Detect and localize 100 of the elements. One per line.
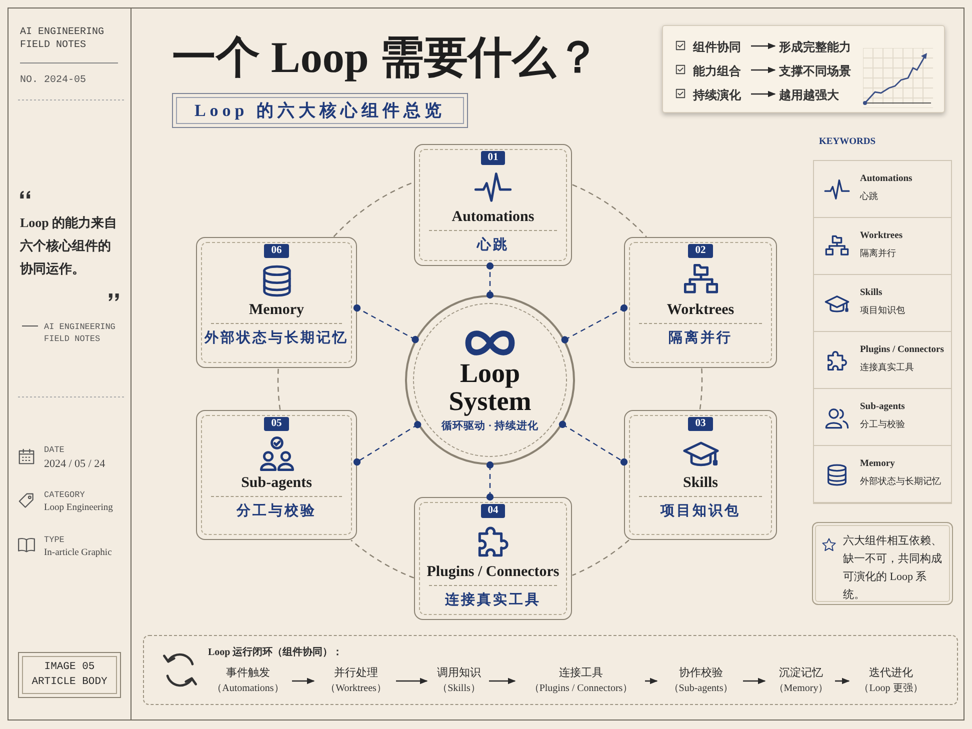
number-badge: 06: [264, 244, 289, 258]
image-tag-box: [18, 652, 121, 698]
dashed-ring-arc: [572, 184, 647, 238]
keyword-name: Worktrees: [860, 231, 903, 241]
section-heading: KEYWORDS: [819, 137, 876, 147]
step-name: 迭代进化: [868, 666, 914, 681]
component-name: Automations: [452, 209, 534, 226]
meta-value: Loop Engineering: [44, 502, 114, 515]
result-text: 越用越强大: [779, 87, 849, 103]
step-component: （Plugins / Connectors）: [528, 682, 634, 696]
note-box: [812, 522, 953, 605]
number-badge: 04: [480, 504, 506, 518]
issue-number: NO. 2024-05: [20, 74, 88, 87]
checklist-text: 持续演化: [693, 87, 749, 103]
arrow: [396, 678, 428, 684]
component-name: Sub-agents: [241, 475, 312, 492]
component-name: Memory: [249, 302, 304, 319]
step-name: 连接工具: [558, 666, 604, 681]
arrow: [489, 678, 516, 684]
keyword-name: Automations: [860, 174, 912, 184]
step-component: （Loop 更强）: [858, 682, 924, 696]
component-card: [196, 410, 357, 540]
arrow: [743, 678, 766, 684]
dashed-ring-arc: [277, 368, 281, 410]
core-subtitle: 循环驱动 · 持续进化: [442, 419, 538, 433]
connector-line: [558, 420, 628, 466]
component-card: [196, 237, 357, 368]
keyword-description: 外部状态与长期记忆: [860, 475, 941, 488]
dashed-ring-arc: [699, 368, 703, 410]
connector-line: [486, 461, 494, 501]
quote-text: Loop 的能力来自六个核心组件的协同运作。: [20, 214, 118, 278]
arrow: [751, 90, 776, 98]
component-description: 连接真实工具: [445, 591, 541, 609]
component-description: 外部状态与长期记忆: [204, 329, 348, 347]
step-name: 调用知识: [436, 666, 482, 681]
core-circle: [405, 295, 575, 465]
component-description: 项目知识包: [660, 502, 740, 520]
step-name: 并行处理: [333, 666, 379, 681]
component-card: [414, 497, 572, 620]
arrow: [751, 66, 776, 74]
dashed-ring-arc: [350, 540, 414, 578]
quote-source: AI ENGINEERING FIELD NOTES: [44, 321, 116, 345]
note-text: 六大组件相互依赖、缺一不可，共同构成可演化的 Loop 系统。: [843, 534, 943, 603]
checklist-text: 能力组合: [693, 63, 749, 79]
checklist-text: 组件协同: [693, 39, 749, 55]
connector-line: [353, 421, 422, 466]
number-badge: 01: [480, 151, 506, 165]
component-description: 心跳: [477, 236, 509, 254]
component-name: Worktrees: [666, 302, 734, 319]
step-name: 协作校验: [678, 666, 724, 681]
image-tag-text: IMAGE 05 ARTICLE BODY: [30, 660, 108, 690]
flow-panel: [143, 635, 958, 705]
arrow: [645, 678, 658, 684]
core-title: Loop System: [448, 359, 532, 415]
dashed-ring-arc: [572, 540, 630, 576]
step-component: （Sub-agents）: [668, 682, 734, 696]
component-name: Plugins / Connectors: [426, 564, 560, 581]
component-card: [414, 144, 572, 266]
step-component: （Memory）: [772, 682, 830, 696]
component-name: Skills: [682, 475, 718, 492]
subtitle-text: Loop 的六大核心组件总览: [194, 100, 446, 122]
step-name: 事件触发: [225, 666, 271, 681]
subtitle-banner: [172, 93, 468, 128]
keyword-name: Skills: [860, 288, 882, 298]
component-card: [624, 410, 777, 540]
keyword-name: Plugins / Connectors: [860, 345, 944, 355]
result-text: 支撑不同场景: [779, 63, 855, 79]
keyword-description: 隔离并行: [860, 247, 896, 260]
masthead-text: AI ENGINEERING FIELD NOTES: [20, 26, 106, 52]
component-description: 隔离并行: [668, 329, 732, 347]
number-badge: 05: [264, 417, 289, 431]
dashed-ring-arc: [333, 182, 414, 238]
step-component: （Worktrees）: [324, 682, 388, 696]
step-component: （Skills）: [436, 682, 482, 696]
flow-heading: Loop 运行闭环（组件协同）：: [208, 646, 343, 659]
meta-label: TYPE: [44, 534, 66, 546]
component-description: 分工与校验: [236, 502, 316, 520]
meta-label: DATE: [44, 444, 66, 456]
keyword-description: 连接真实工具: [860, 361, 914, 374]
step-name: 沉淀记忆: [778, 666, 824, 681]
connector-line: [353, 304, 419, 344]
keyword-description: 分工与校验: [860, 418, 905, 431]
keyword-name: Memory: [860, 459, 895, 469]
arrow: [751, 42, 776, 50]
component-card: [624, 237, 777, 368]
keyword-description: 心跳: [860, 190, 878, 203]
meta-value: In-article Graphic: [44, 547, 113, 560]
keyword-name: Sub-agents: [860, 402, 905, 412]
connector-line: [486, 262, 494, 299]
result-text: 形成完整能力: [779, 39, 855, 55]
note-card: [662, 25, 945, 113]
keyword-description: 项目知识包: [860, 304, 905, 317]
step-component: （Automations）: [211, 682, 285, 696]
arrow: [835, 678, 850, 684]
number-badge: 02: [688, 244, 713, 258]
meta-value: 2024 / 05 / 24: [44, 457, 106, 471]
arrow: [292, 678, 315, 684]
meta-label: CATEGORY: [44, 489, 86, 501]
number-badge: 03: [688, 417, 713, 431]
title: 一个 Loop 需要什么？: [172, 32, 600, 84]
